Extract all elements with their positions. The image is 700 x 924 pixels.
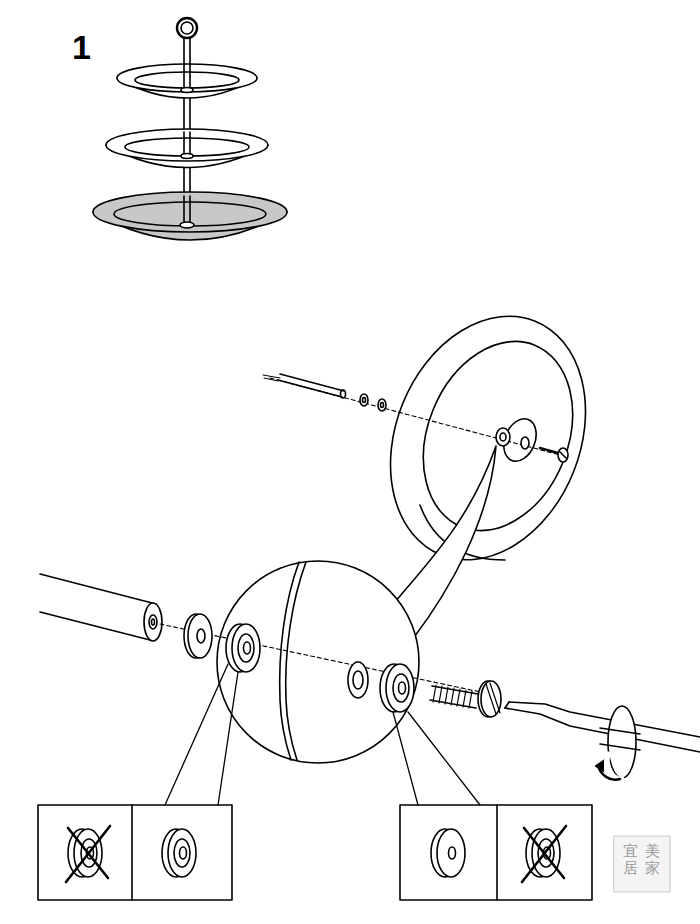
watermark: 美家: [645, 843, 660, 876]
leader-line: [165, 664, 238, 805]
step-number: 1: [72, 30, 91, 64]
plate: [355, 287, 620, 590]
rod: [40, 574, 162, 641]
washers: [184, 614, 414, 712]
watermark-stamp: [614, 836, 670, 892]
cake-stand: [93, 18, 287, 240]
leader-line: [393, 712, 480, 805]
small-parts: [263, 374, 568, 462]
screw: [430, 681, 501, 717]
screwdriver: [505, 702, 700, 780]
detail-callout: [217, 446, 496, 763]
option-boxes: [38, 805, 592, 900]
watermark: 宜居: [623, 843, 638, 876]
